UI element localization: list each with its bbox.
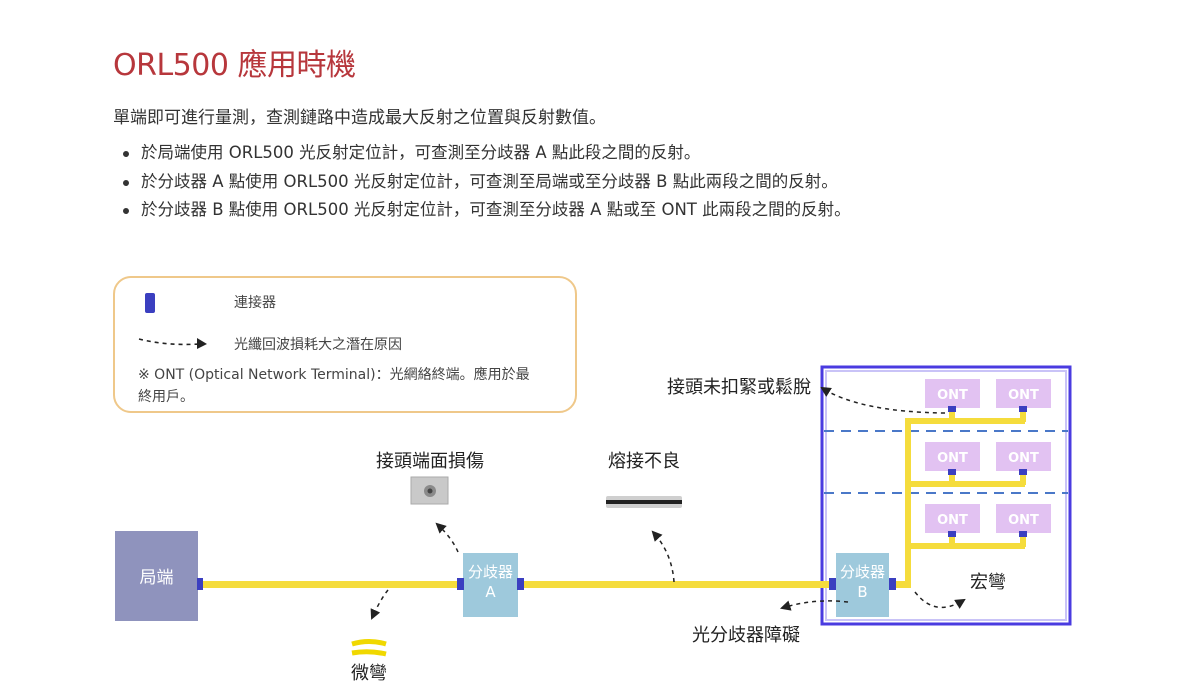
ont-box	[925, 442, 980, 471]
ont-label: ONT	[937, 451, 968, 466]
connector-icon	[1019, 469, 1027, 475]
connector-icon	[948, 531, 956, 537]
dashed-arrow-icon	[370, 589, 389, 620]
ont-label: ONT	[937, 388, 968, 403]
dashed-arrow-icon	[914, 591, 966, 609]
ont-drop	[1020, 535, 1026, 547]
page-title: ORL500 應用時機	[113, 48, 356, 83]
bullet-list: 於局端使用 ORL500 光反射定位計，可查測至分歧器 A 點此段之間的反射。 …	[113, 139, 851, 225]
cause-micro-bend-label: 微彎	[351, 663, 387, 684]
drop-fiber-trunk	[905, 418, 911, 588]
ont-drop	[949, 410, 955, 422]
splitter-b-label: 分歧器	[840, 563, 885, 581]
connector-icon	[948, 406, 956, 412]
dashed-arrow-icon	[779, 600, 849, 611]
splitter-b-box	[836, 553, 889, 617]
ont-label: ONT	[1008, 451, 1039, 466]
connector-legend-icon	[145, 293, 155, 313]
ont-note: ※ ONT (Optical Network Terminal)：光網絡終端。應…	[138, 364, 558, 408]
connector-icon	[1019, 406, 1027, 412]
drop-fiber-branch	[905, 543, 1025, 549]
ont-note-line1: ※ ONT (Optical Network Terminal)：光網絡終端。應…	[138, 367, 530, 383]
cause-connector-damage-label: 接頭端面損傷	[376, 451, 484, 472]
connector-icon	[829, 578, 836, 590]
cause-bad-splice-label: 熔接不良	[608, 451, 680, 472]
connector-icon	[457, 578, 464, 590]
splitter-b-letter: B	[857, 583, 867, 601]
connector-legend-label: 連接器	[234, 295, 276, 311]
dashed-arrow-icon	[820, 386, 946, 414]
ont-label: ONT	[937, 513, 968, 528]
fiber-segment-b-out	[889, 581, 908, 588]
ont-drop	[1020, 473, 1026, 485]
fusion-splice-image	[606, 496, 682, 508]
ont-drop	[949, 535, 955, 547]
ont-box	[925, 504, 980, 533]
ont-drop	[949, 473, 955, 485]
ont-drop	[1020, 410, 1026, 422]
drop-fiber-branch	[905, 481, 1025, 487]
premises-inner-border	[825, 370, 1067, 621]
fiber-segment-a-b	[518, 581, 836, 588]
ont-box	[925, 379, 980, 408]
ont-label: ONT	[1008, 388, 1039, 403]
bullet-item: 於分歧器 B 點使用 ORL500 光反射定位計，可查測至分歧器 A 點或至 O…	[113, 196, 851, 225]
dashed-arrow-legend-icon	[138, 338, 207, 349]
connector-icon	[889, 578, 896, 590]
micro-bend-image	[351, 639, 387, 657]
central-office-box	[115, 531, 198, 621]
cause-splitter-fault-label: 光分歧器障礙	[692, 625, 800, 646]
dashed-arrow-icon	[435, 522, 459, 553]
drop-fiber-branch	[905, 418, 1025, 424]
arrow-legend-label: 光纖回波損耗大之潛在原因	[234, 337, 402, 353]
ont-label: ONT	[1008, 513, 1039, 528]
bullet-item: 於分歧器 A 點使用 ORL500 光反射定位計，可查測至局端或至分歧器 B 點…	[113, 168, 851, 197]
splitter-a-label: 分歧器	[468, 563, 513, 581]
legend-box: 連接器 光纖回波損耗大之潛在原因 ※ ONT (Optical Network …	[113, 276, 577, 413]
connector-icon	[1019, 531, 1027, 537]
cause-loose-connector-label: 接頭未扣緊或鬆脫	[667, 376, 811, 398]
bullet-item: 於局端使用 ORL500 光反射定位計，可查測至分歧器 A 點此段之間的反射。	[113, 139, 851, 168]
ont-box	[996, 442, 1051, 471]
connector-icon	[948, 469, 956, 475]
splitter-a-letter: A	[485, 583, 496, 601]
ont-box	[996, 504, 1051, 533]
cause-macro-bend-label: 宏彎	[970, 572, 1006, 593]
dashed-arrow-icon	[651, 530, 675, 583]
ont-note-line2: 終用戶。	[138, 389, 194, 405]
connector-endface-image	[410, 476, 449, 505]
connector-icon	[517, 578, 524, 590]
ont-box	[996, 379, 1051, 408]
splitter-a-box	[463, 553, 518, 617]
fiber-segment-co-a	[198, 581, 463, 588]
intro-text: 單端即可進行量測，查測鏈路中造成最大反射之位置與反射數值。	[113, 108, 606, 128]
connector-icon	[197, 578, 203, 590]
central-office-label: 局端	[140, 568, 174, 588]
